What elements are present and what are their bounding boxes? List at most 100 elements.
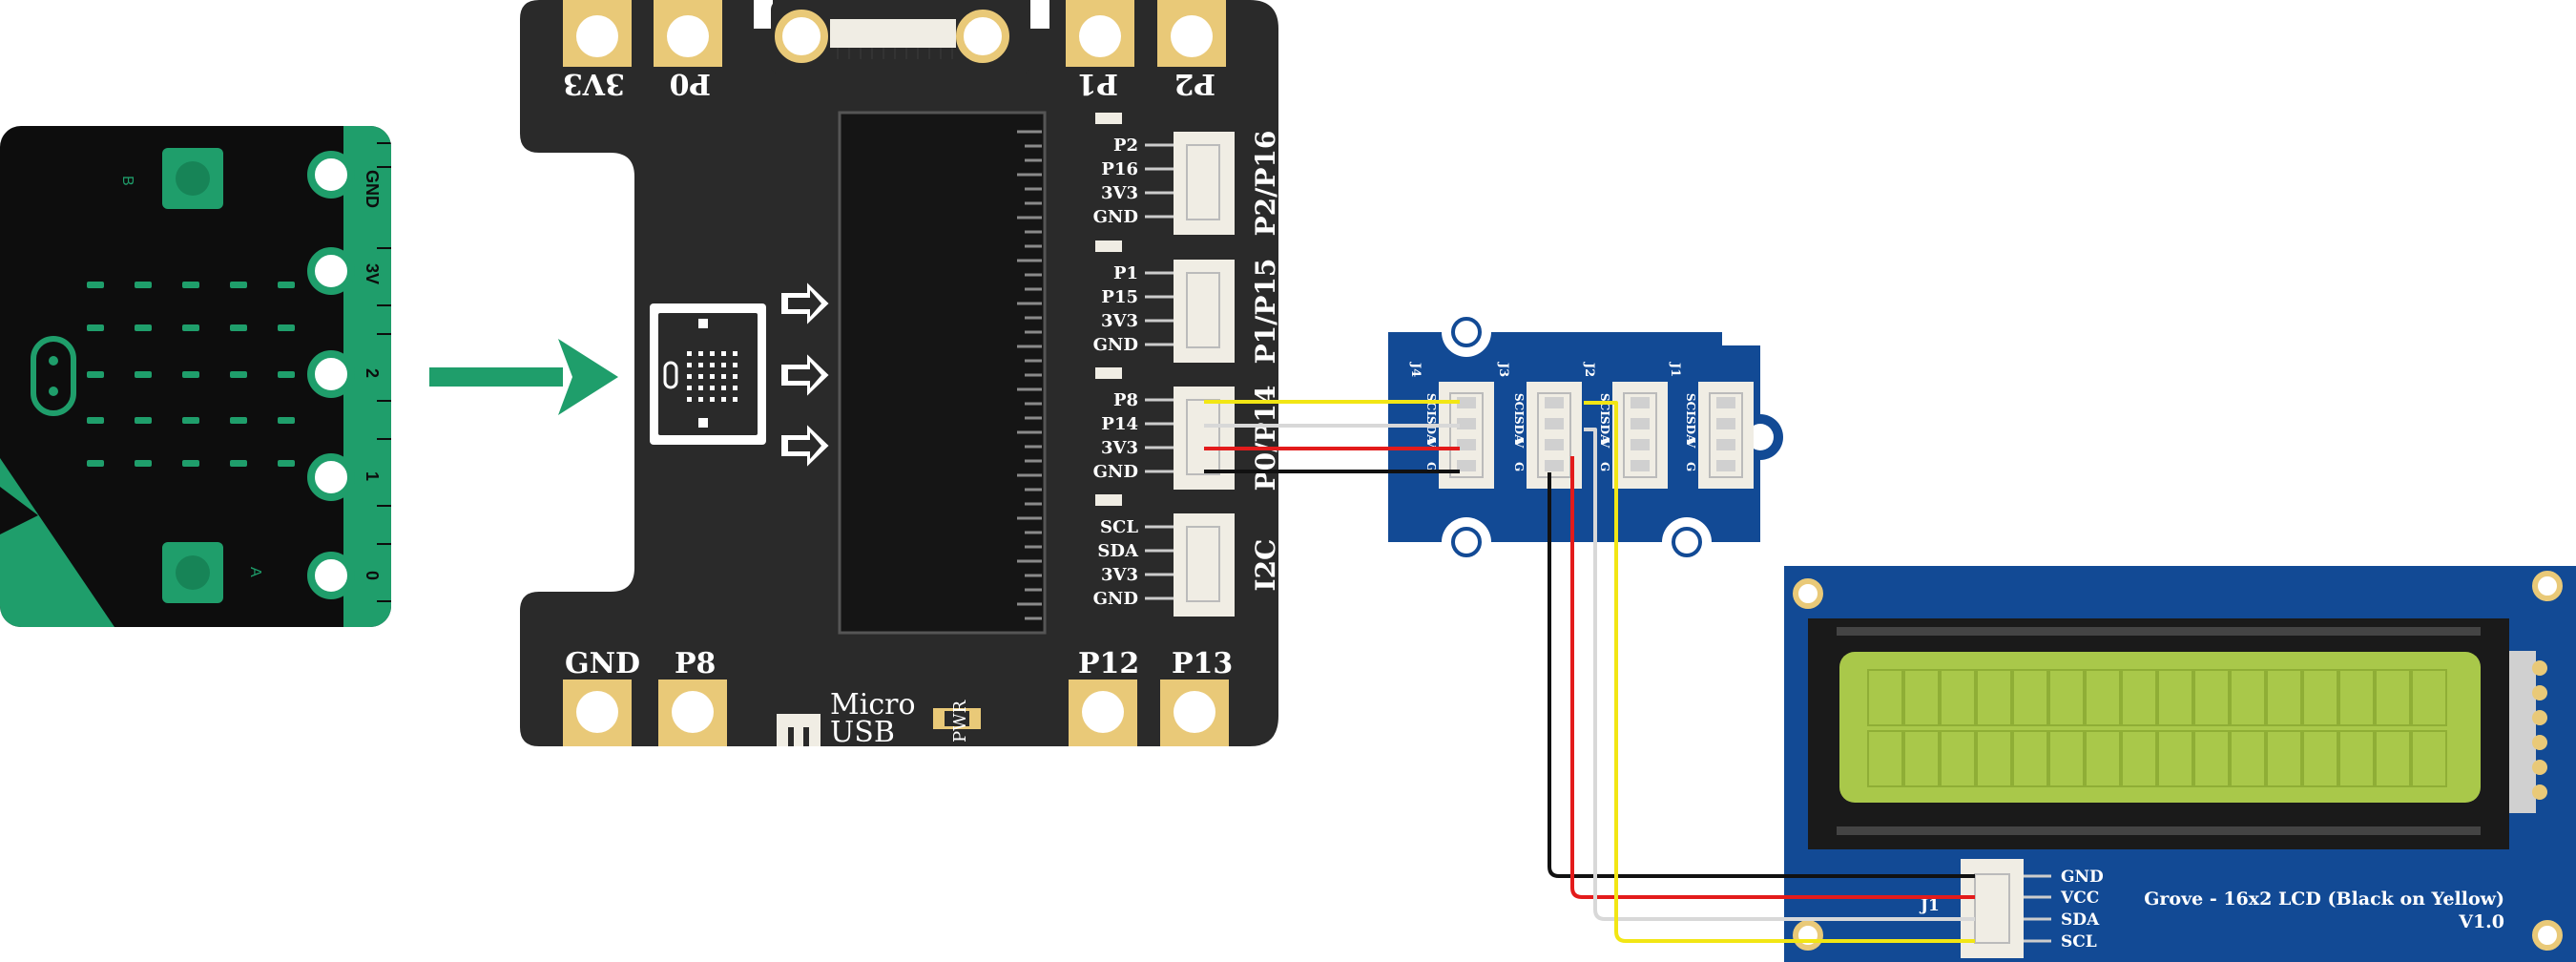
button-b: B — [119, 148, 223, 209]
lcd-cell — [1940, 730, 1976, 787]
svg-text:P12: P12 — [1078, 647, 1139, 680]
svg-text:3V3: 3V3 — [563, 67, 625, 100]
lcd-cell — [2193, 730, 2230, 787]
icon-led — [733, 397, 737, 402]
top-ffc-connector — [830, 19, 956, 48]
led — [230, 417, 247, 424]
lcd-cell — [2012, 730, 2048, 787]
lcd-cell — [2338, 669, 2375, 726]
lcd-title: Grove - 16x2 LCD (Black on Yellow) — [2144, 889, 2504, 910]
pad-gnd: GND — [563, 647, 640, 746]
button-a: A — [162, 542, 263, 603]
pad-p2: P2 — [1157, 0, 1226, 100]
connector-pin-label: P8 — [1113, 390, 1138, 410]
svg-text:GND: GND — [565, 647, 640, 680]
lcd-cell — [2157, 730, 2193, 787]
led-matrix — [87, 282, 295, 467]
led — [230, 324, 247, 331]
wire-black-lower — [1548, 472, 1975, 878]
microbit-edge-labels: GND 3V 2 1 0 — [363, 170, 382, 580]
lcd-pin-label: SCL — [2061, 932, 2097, 952]
icon-led — [687, 363, 692, 367]
connector-title: P2/P16 — [1250, 131, 1281, 237]
wires — [1204, 400, 1975, 943]
led — [182, 324, 199, 331]
icon-led — [710, 351, 715, 356]
connector-pin-label: 3V3 — [1101, 183, 1138, 203]
led — [87, 417, 104, 424]
led — [182, 282, 199, 288]
connector-pin-label: P16 — [1101, 159, 1138, 179]
led — [278, 371, 295, 378]
icon-led — [698, 363, 703, 367]
hub-pin-label: V — [1684, 438, 1697, 449]
micro-usb-label: USB — [830, 716, 895, 749]
edge-label: 0 — [363, 571, 382, 580]
led — [87, 324, 104, 331]
edge-label: 3V — [363, 263, 382, 284]
icon-led — [733, 351, 737, 356]
hub-port-label: J3 — [1496, 362, 1510, 377]
connector-pin-label: 3V3 — [1101, 565, 1138, 585]
lcd-cell — [1976, 669, 2012, 726]
lcd-cell — [1867, 730, 1903, 787]
led — [278, 282, 295, 288]
hub-pin-label: V — [1512, 438, 1526, 449]
icon-led — [721, 397, 726, 402]
connector-title: P1/P15 — [1250, 259, 1281, 365]
lcd-cell — [2375, 730, 2411, 787]
icon-led — [687, 397, 692, 402]
led — [135, 282, 152, 288]
pad-3v3: 3V3 — [563, 0, 632, 100]
connector-pin-label: GND — [1093, 335, 1138, 355]
lcd-cell — [2121, 730, 2157, 787]
connector-pin-label: GND — [1093, 589, 1138, 609]
bottom-pads: GND P8 P12 P13 — [563, 647, 1233, 746]
svg-text:P0: P0 — [670, 67, 711, 100]
led — [182, 371, 199, 378]
pad-p1: P1 — [1066, 0, 1134, 100]
led — [278, 324, 295, 331]
lcd-cell — [2085, 730, 2121, 787]
lcd-pin-label: VCC — [2060, 889, 2099, 908]
lcd-pin-label: SDA — [2061, 910, 2100, 930]
icon-led — [687, 374, 692, 379]
hub-pin-label: SDA — [1598, 416, 1611, 444]
lcd-cell — [2048, 730, 2085, 787]
micro-usb-label: Micro — [830, 688, 916, 722]
hub-pin-label: SDA — [1512, 416, 1526, 444]
wire-red-lower — [1570, 456, 1975, 899]
lcd-cell — [1903, 730, 1940, 787]
button-b-label: B — [119, 176, 135, 186]
hub-pin-label: G — [1598, 462, 1611, 471]
micro-usb-port: Micro USB — [777, 688, 916, 749]
hub-pin-label: V — [1598, 438, 1611, 449]
icon-led — [687, 351, 692, 356]
icon-led — [698, 374, 703, 379]
lcd-cell — [2048, 669, 2085, 726]
hub-pin-label: SCL — [1598, 393, 1611, 419]
lcd-cell — [1940, 669, 1976, 726]
led — [135, 460, 152, 467]
connector-pin-label: SDA — [1097, 541, 1139, 561]
led — [230, 460, 247, 467]
lcd-cell — [2302, 730, 2338, 787]
button-a-label: A — [247, 567, 263, 577]
icon-led — [687, 386, 692, 390]
pwr-led: PWR — [933, 700, 981, 742]
pad-p13: P13 — [1160, 647, 1233, 746]
lcd-cell — [2266, 730, 2302, 787]
wire-yellow-lower — [1584, 401, 1975, 943]
lcd-cell — [2121, 669, 2157, 726]
wire-white-lower — [1584, 428, 1975, 921]
microbit-logo — [31, 336, 76, 416]
edge-label: 1 — [363, 471, 382, 481]
pad-p0: P0 — [654, 0, 722, 100]
connector-pin-label: P1 — [1113, 263, 1138, 283]
svg-text:P2: P2 — [1174, 67, 1215, 100]
